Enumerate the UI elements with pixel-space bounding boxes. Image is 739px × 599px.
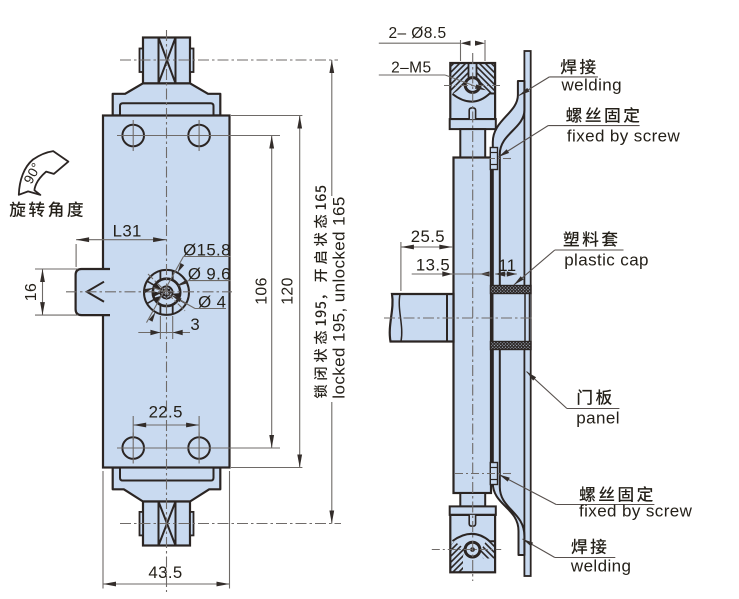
svg-text:2–M5: 2–M5 (391, 59, 431, 76)
svg-text:L31: L31 (113, 221, 142, 240)
svg-text:22.5: 22.5 (149, 403, 183, 422)
svg-text:Ø 4: Ø 4 (198, 293, 226, 312)
svg-text:2– Ø8.5: 2– Ø8.5 (389, 25, 447, 42)
svg-text:fixed by screw: fixed by screw (567, 126, 681, 145)
svg-text:106: 106 (254, 277, 271, 305)
svg-text:13.5: 13.5 (416, 256, 450, 275)
svg-text:11: 11 (498, 256, 516, 275)
svg-text:3: 3 (190, 315, 200, 334)
svg-text:panel: panel (576, 409, 620, 428)
svg-text:25.5: 25.5 (411, 227, 445, 246)
svg-text:locked 195, unlocked 165: locked 195, unlocked 165 (330, 196, 349, 398)
svg-text:Ø15.8: Ø15.8 (183, 241, 231, 260)
svg-text:fixed by screw: fixed by screw (579, 502, 693, 521)
svg-text:120: 120 (280, 277, 297, 305)
svg-text:Ø 9.6: Ø 9.6 (188, 265, 231, 284)
svg-text:16: 16 (23, 283, 40, 301)
svg-text:43.5: 43.5 (148, 563, 182, 582)
svg-text:welding: welding (570, 557, 631, 576)
svg-text:plastic cap: plastic cap (564, 251, 649, 270)
svg-text:welding: welding (561, 76, 622, 95)
